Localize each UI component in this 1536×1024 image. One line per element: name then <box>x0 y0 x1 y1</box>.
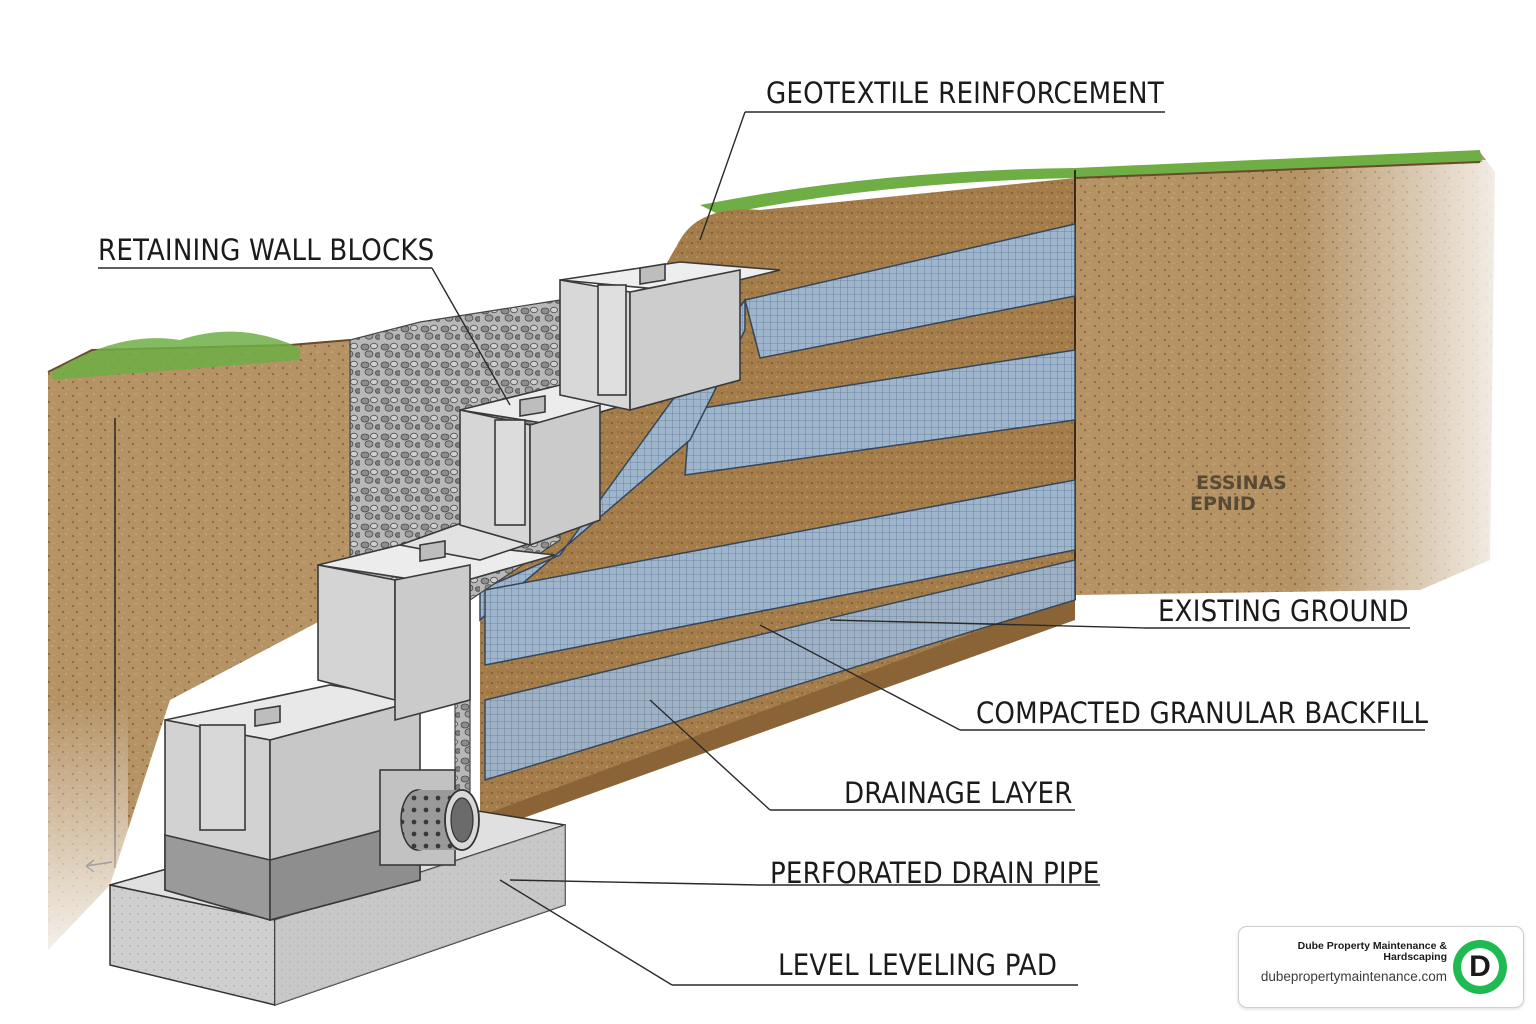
left-grass <box>52 331 300 380</box>
geotextile-layers <box>479 223 1076 782</box>
brand-logo-icon: D <box>1453 940 1507 994</box>
retaining-wall-blocks <box>164 261 781 922</box>
geogrid-layer-3 <box>484 479 1076 666</box>
label-level-leveling-pad: LEVEL LEVELING PAD <box>778 948 1058 982</box>
mirrored-text-line-1: ESSINAS <box>1196 472 1287 494</box>
label-compacted-granular-backfill: COMPACTED GRANULAR BACKFILL <box>976 696 1429 730</box>
brand-name: Dube Property Maintenance & Hardscaping <box>1297 940 1447 963</box>
existing-ground-mass <box>700 150 1500 600</box>
perforated-drain-pipe <box>400 789 480 851</box>
brand-logo-letter: D <box>1461 948 1499 986</box>
leader-lines <box>98 111 1425 986</box>
label-geotextile-reinforcement: GEOTEXTILE REINFORCEMENT <box>766 76 1164 110</box>
mirrored-text-line-2: EPNID <box>1190 493 1256 515</box>
left-soil-block <box>47 331 360 960</box>
brand-url[interactable]: dubepropertymaintenance.com <box>1260 969 1447 984</box>
brand-card[interactable]: Dube Property Maintenance & Hardscaping … <box>1238 926 1524 1008</box>
geogrid-layer-4 <box>484 559 1076 782</box>
label-existing-ground: EXISTING GROUND <box>1158 594 1409 628</box>
label-retaining-wall-blocks: RETAINING WALL BLOCKS <box>98 233 435 267</box>
label-drainage-layer: DRAINAGE LAYER <box>844 776 1073 810</box>
top-grass <box>700 150 1482 215</box>
label-perforated-drain-pipe: PERFORATED DRAIN PIPE <box>770 856 1100 890</box>
geogrid-layer-2 <box>684 349 1076 476</box>
geogrid-layer-1 <box>744 223 1076 359</box>
